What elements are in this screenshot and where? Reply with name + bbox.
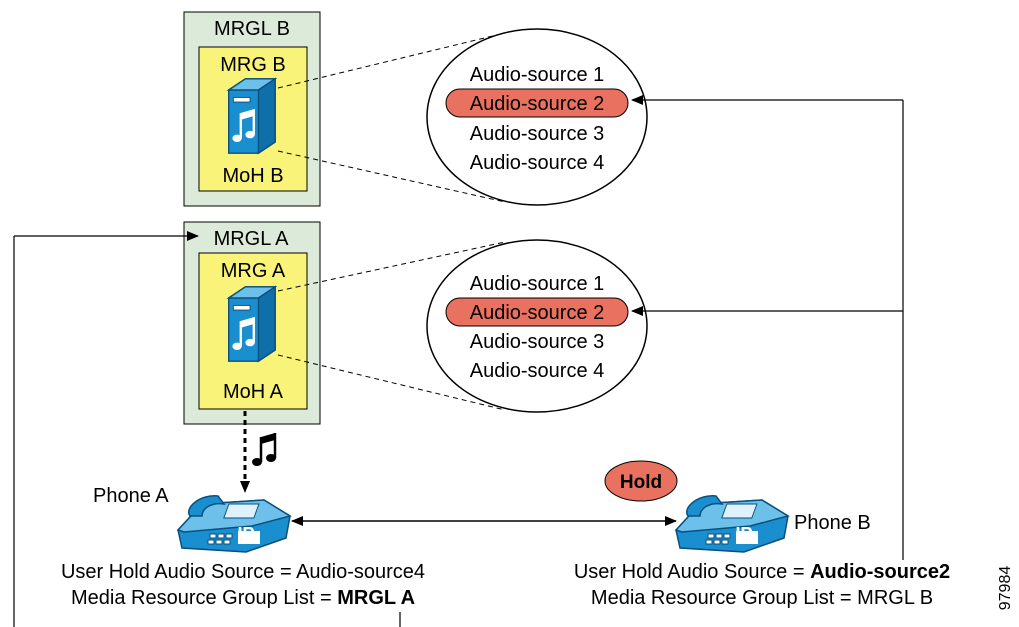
- phone-b: Hold IP Phone B: [604, 460, 871, 553]
- audio-source-b-3: Audio-source 3: [470, 123, 605, 145]
- mrgl-a-title: MRGL A: [214, 228, 289, 250]
- mrgl-a-dashed-top: [277, 241, 506, 292]
- phone-b-ip-label: IP: [735, 524, 752, 544]
- phone-b-icon: [675, 495, 789, 553]
- audio-source-b-4: Audio-source 4: [470, 152, 605, 174]
- mrg-a-label: MRG A: [221, 260, 286, 282]
- audio-source-a-1: Audio-source 1: [470, 273, 605, 295]
- audio-source-b-highlight: [445, 88, 629, 118]
- moh-b-server-icon: [227, 77, 277, 155]
- mrgl-b-group: MRGL B MRG B MoH B: [183, 11, 321, 207]
- phone-a-ip-label: IP: [237, 524, 254, 544]
- audio-source-a-highlight: [445, 297, 629, 327]
- moh-a-label: MoH A: [223, 381, 284, 403]
- phone-a-icon: [177, 495, 291, 553]
- mrgl-b-title: MRGL B: [214, 18, 290, 40]
- music-note-icon: [252, 433, 277, 466]
- mrgl-a-dashed-bottom: [277, 354, 506, 411]
- hold-badge: [604, 460, 678, 502]
- figure-id: 97984: [997, 566, 1014, 611]
- audio-source-a-2: Audio-source 2: [470, 302, 605, 324]
- audio-source-b-2: Audio-source 2: [470, 93, 605, 115]
- hold-badge-label: Hold: [620, 472, 662, 493]
- phone-a-name: Phone A: [93, 485, 169, 507]
- audio-sources-a: Audio-source 1 Audio-source 2 Audio-sour…: [426, 239, 648, 413]
- audio-source-b-1: Audio-source 1: [470, 64, 605, 86]
- moh-b-label: MoH B: [222, 165, 283, 187]
- phone-b-mrgl: Media Resource Group List = MRGL B: [591, 587, 933, 609]
- moh-a-server-icon: [227, 285, 277, 363]
- phone-b-hold-audio: User Hold Audio Source = Audio-source2: [574, 561, 950, 583]
- audio-sources-b: Audio-source 1 Audio-source 2 Audio-sour…: [426, 28, 648, 206]
- mrgl-b-dashed-top: [277, 32, 506, 89]
- phone-a-hold-audio: User Hold Audio Source = Audio-source4: [61, 561, 425, 583]
- phone-b-name: Phone B: [794, 512, 871, 534]
- mrg-b-label: MRG B: [220, 54, 286, 76]
- audio-source-a-3: Audio-source 3: [470, 331, 605, 353]
- audio-source-a-4: Audio-source 4: [470, 360, 605, 382]
- phone-a: Phone A IP: [93, 485, 291, 553]
- mrgl-b-dashed-bottom: [277, 150, 506, 203]
- phone-a-mrgl: Media Resource Group List = MRGL A: [71, 587, 415, 609]
- mrgl-a-group: MRGL A MRG A MoH A: [183, 221, 321, 425]
